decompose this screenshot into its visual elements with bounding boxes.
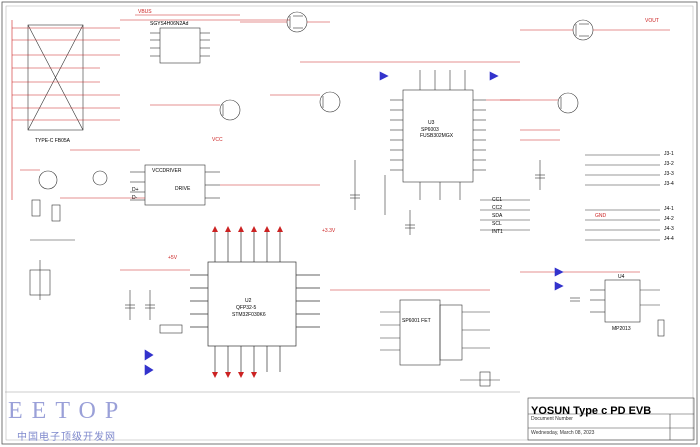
net-vcc: VCC	[212, 137, 223, 143]
controller-name-label: SP6003	[421, 127, 439, 133]
signal-bus	[350, 71, 560, 235]
mux-chip	[120, 14, 290, 64]
ldo-ref-label: U4	[618, 274, 625, 280]
mosfet-q3	[150, 99, 241, 121]
mux-label: SGYS4H06N2Ad	[150, 21, 189, 27]
header-j4-pin4: J4-4	[664, 236, 674, 242]
header-j4-pin2: J4-2	[664, 216, 674, 222]
title-block-title: YOSUN Type c PD EVB	[531, 405, 652, 417]
mcu-chip	[190, 232, 320, 372]
title-block-frame	[5, 391, 695, 441]
mcu-line1-label: QFP32-5	[236, 305, 257, 311]
driver-label: VCCDRIVER	[152, 168, 182, 174]
watermark-tagline: 中国电子顶级开发网	[17, 432, 116, 443]
net-scl: SCL	[492, 221, 502, 227]
ldo-label: MP2013	[612, 326, 631, 332]
pd-controller-label: FUSB302MGX	[420, 133, 454, 139]
mcu-arrows	[212, 226, 283, 378]
mosfet-q2	[520, 19, 670, 41]
net-int: INT1	[492, 229, 503, 235]
usb-c-label: TYPE-C FB05A	[35, 138, 71, 144]
title-block-doc-label: Document Number	[531, 416, 573, 422]
net-vdd: +3.3V	[322, 228, 336, 234]
net-dplus: D+	[132, 187, 139, 193]
mosfet-q5	[500, 92, 579, 114]
header-j4-pin3: J4-3	[664, 226, 674, 232]
net-vbus: VBUS	[138, 9, 152, 15]
mosfet-q1	[240, 11, 330, 33]
driver-chip	[60, 164, 320, 206]
mosfet-q4	[270, 91, 341, 113]
net-vout: VOUT	[645, 18, 659, 24]
title-block-date: Wednesday, March 08, 2023	[531, 430, 595, 436]
i2c-pd-chip	[330, 289, 500, 387]
pd-controller-chip	[300, 61, 520, 200]
mcu-ref-label: U2	[245, 298, 252, 304]
net-sda: SDA	[492, 213, 503, 219]
net-gnd: GND	[595, 213, 607, 219]
header-j3-pin2: J3-2	[664, 161, 674, 167]
watermark-brand: EETOP	[8, 398, 128, 424]
left-transistors	[20, 149, 140, 241]
header-j3-pin3: J3-3	[664, 171, 674, 177]
header-j4-pin1: J4-1	[664, 206, 674, 212]
mcu-line2-label: STM32F030K6	[232, 312, 266, 318]
right-headers	[585, 154, 660, 241]
i2c-chip-label: SP6001 FET	[402, 318, 431, 324]
driver-pin-label: DRIVE	[175, 186, 191, 192]
ldo-chip	[520, 267, 665, 337]
usb-c-connector	[11, 20, 120, 200]
net-cc2: CC2	[492, 205, 503, 211]
net-5v: +5V	[168, 255, 178, 261]
header-j3-pin1: J3-1	[664, 151, 674, 157]
controller-ref-label: U3	[428, 120, 435, 126]
lower-left-passives	[29, 260, 190, 376]
header-j3-pin4: J3-4	[664, 181, 674, 187]
net-dminus: D-	[132, 195, 138, 201]
net-cc1: CC1	[492, 197, 503, 203]
